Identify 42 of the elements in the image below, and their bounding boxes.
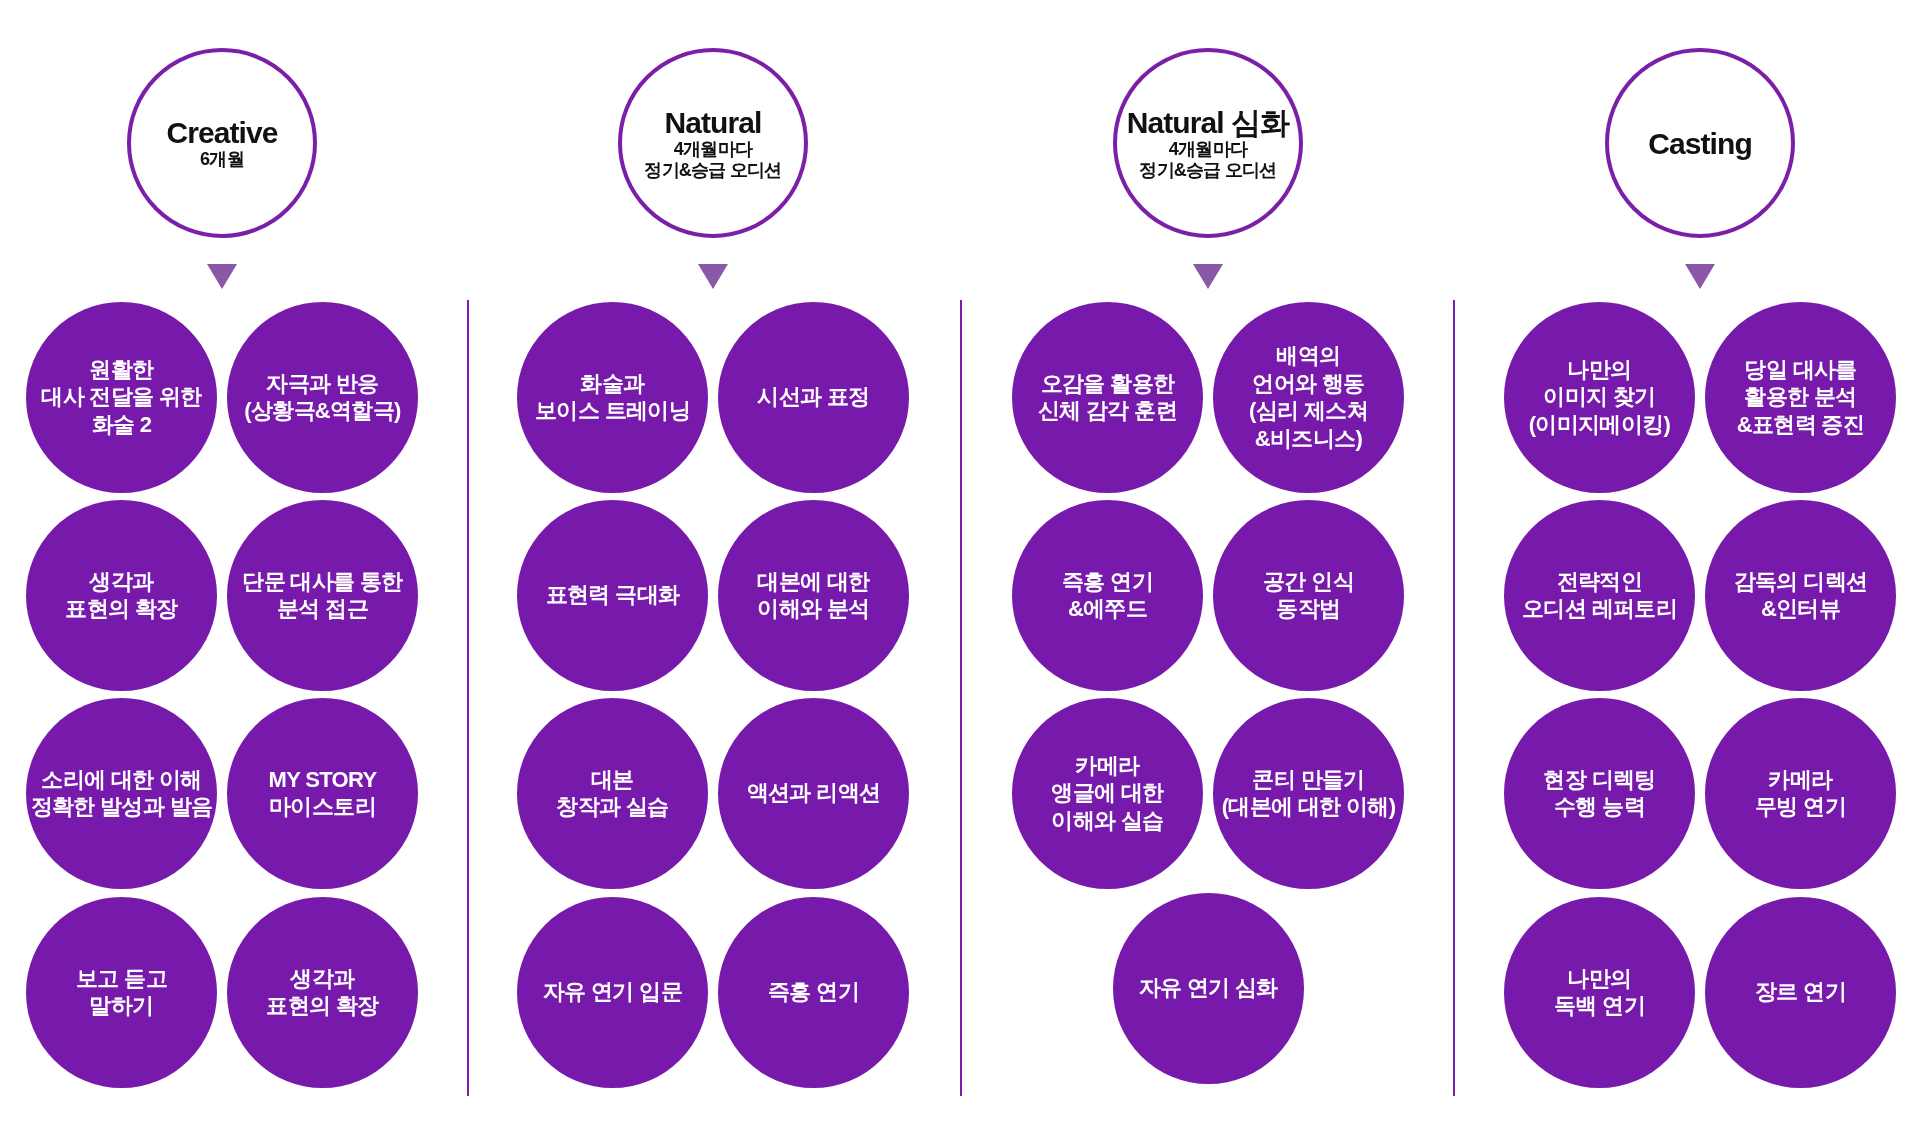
course-label: 생각과 표현의 확장 (65, 567, 178, 623)
course-label: 감독의 디렉션 &인터뷰 (1733, 567, 1868, 623)
course-label: 콘티 만들기 (대본에 대한 이해) (1221, 765, 1396, 821)
course-label: 즉흥 연기 &에쭈드 (1062, 567, 1153, 623)
stage-subtitle: 4개월마다 정기&승급 오디션 (1139, 138, 1277, 181)
course-label: 공간 인식 동작법 (1263, 567, 1354, 623)
block-arrow (1193, 264, 1223, 289)
stage-title: Casting (1648, 126, 1752, 160)
course-label: 액션과 리액션 (746, 779, 881, 807)
course-label: 당일 대사를 활용한 분석 &표현력 증진 (1736, 355, 1865, 439)
course-label: 자유 연기 심화 (1138, 974, 1278, 1002)
course-label: 현장 디렉팅 수행 능력 (1543, 765, 1656, 821)
course-label: 원활한 대사 전달을 위한 화술 2 (41, 355, 202, 439)
stage-title: Creative (166, 116, 278, 150)
course-label: 단문 대사를 통한 분석 접근 (242, 567, 403, 623)
course-label: 대본에 대한 이해와 분석 (757, 567, 870, 623)
course-label: 보고 듣고 말하기 (76, 964, 167, 1020)
course-label: MY STORY 마이스토리 (268, 765, 377, 821)
course-label: 소리에 대한 이해 정확한 발성과 발음 (30, 765, 213, 821)
course-label: 나만의 독백 연기 (1554, 964, 1645, 1020)
block-arrow (207, 264, 237, 289)
stage-subtitle: 4개월마다 정기&승급 오디션 (644, 138, 782, 181)
course-label: 자유 연기 입문 (543, 978, 682, 1006)
course-label: 생각과 표현의 확장 (266, 964, 379, 1020)
course-label: 대본 창작과 실습 (556, 765, 669, 821)
course-label: 표현력 극대화 (545, 581, 680, 609)
course-label: 배역의 언어와 행동 (심리 제스쳐 &비즈니스) (1249, 342, 1368, 452)
course-label: 카메라 무빙 연기 (1755, 765, 1846, 821)
course-label: 카메라 앵글에 대한 이해와 실습 (1051, 751, 1164, 835)
stage-title: Natural 심화 (1126, 105, 1290, 139)
block-arrow (698, 264, 728, 289)
course-label: 자극과 반응 (상황극&역할극) (244, 369, 401, 425)
block-arrow (1685, 264, 1715, 289)
stage-title: Natural (664, 105, 762, 139)
stage-subtitle: 6개월 (200, 149, 244, 170)
course-label: 시선과 표정 (757, 383, 870, 411)
course-label: 즉흥 연기 (768, 978, 859, 1006)
course-label: 화술과 보이스 트레이닝 (535, 369, 690, 425)
course-label: 오감을 활용한 신체 감각 훈련 (1038, 369, 1177, 425)
course-label: 전략적인 오디션 레퍼토리 (1522, 567, 1677, 623)
course-label: 장르 연기 (1755, 978, 1846, 1006)
course-label: 나만의 이미지 찾기 (이미지메이킹) (1528, 355, 1671, 439)
